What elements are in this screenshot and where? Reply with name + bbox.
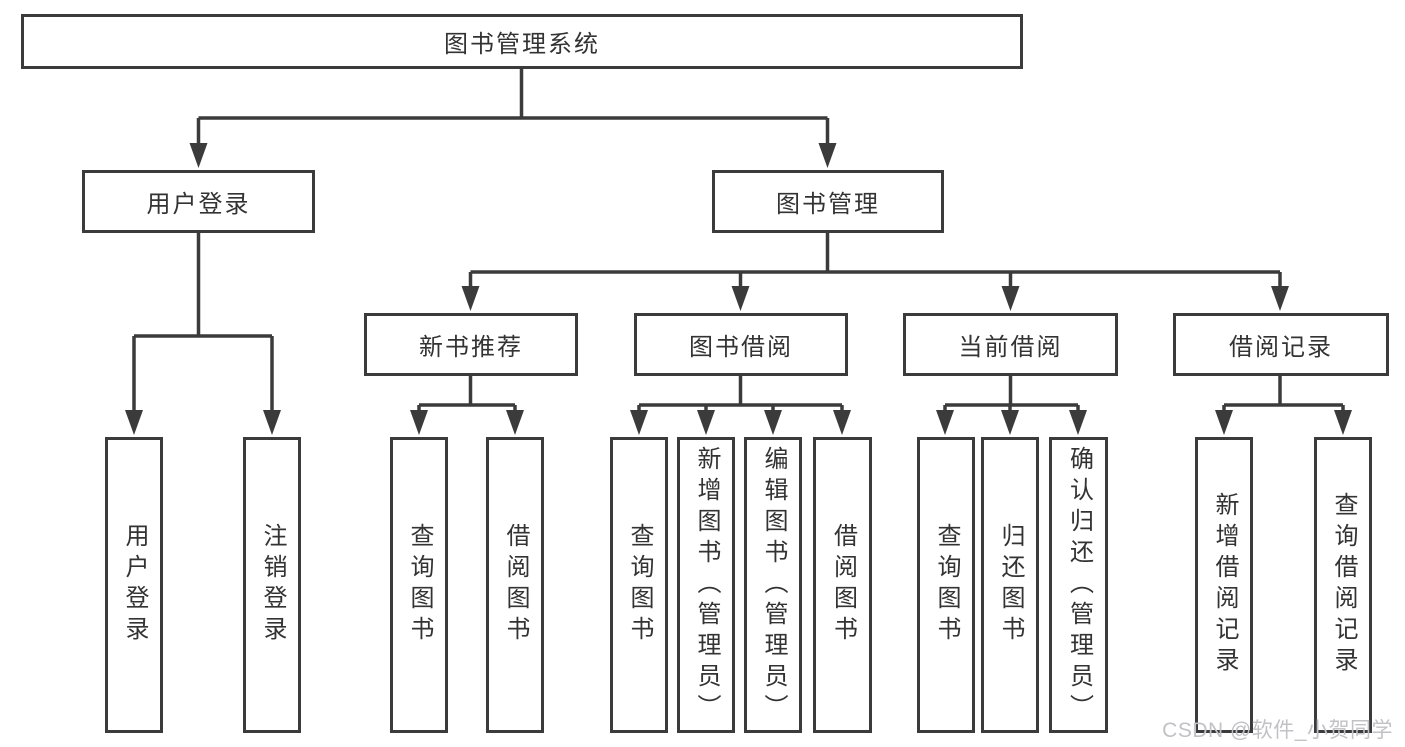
leaf-query-books-borrow-label: 查询图书 xyxy=(626,523,653,647)
leaf-add-borrow-record: 新增借阅记录 xyxy=(1195,437,1253,733)
leaf-add-book-admin: 新增图书（管理员） xyxy=(677,437,735,733)
node-book-borrow: 图书借阅 xyxy=(634,313,848,376)
node-root-label: 图书管理系统 xyxy=(444,31,600,58)
node-book-management-label: 图书管理 xyxy=(776,191,880,218)
leaf-edit-book-admin: 编辑图书（管理员） xyxy=(744,437,802,733)
leaf-confirm-return-admin: 确认归还（管理员） xyxy=(1049,437,1108,733)
leaf-query-books-current-label: 查询图书 xyxy=(933,523,960,647)
node-user-login-label: 用户登录 xyxy=(146,191,251,218)
leaf-return-book-label: 归还图书 xyxy=(997,523,1024,647)
leaf-query-books-current: 查询图书 xyxy=(917,437,975,733)
node-book-management: 图书管理 xyxy=(712,170,944,233)
node-borrow-records-label: 借阅记录 xyxy=(1229,334,1333,361)
leaf-query-books-recommend-label: 查询图书 xyxy=(406,523,433,647)
leaf-return-book: 归还图书 xyxy=(981,437,1039,733)
leaf-user-login: 用户登录 xyxy=(105,437,163,733)
leaf-edit-book-admin-label: 编辑图书（管理员） xyxy=(760,445,787,725)
leaf-add-borrow-record-label: 新增借阅记录 xyxy=(1211,492,1238,678)
leaf-query-borrow-record: 查询借阅记录 xyxy=(1314,437,1372,733)
node-new-book-recommend: 新书推荐 xyxy=(364,313,578,376)
node-current-borrow: 当前借阅 xyxy=(903,313,1118,376)
node-user-login: 用户登录 xyxy=(82,170,315,233)
arrowheads xyxy=(125,143,1352,435)
leaf-borrow-books-label: 借阅图书 xyxy=(829,523,857,647)
node-current-borrow-label: 当前借阅 xyxy=(958,334,1063,361)
leaf-confirm-return-admin-label: 确认归还（管理员） xyxy=(1065,445,1093,725)
node-borrow-records: 借阅记录 xyxy=(1173,313,1389,376)
leaf-user-login-label: 用户登录 xyxy=(121,523,148,647)
leaf-add-book-admin-label: 新增图书（管理员） xyxy=(693,445,720,725)
leaf-borrow-books-recommend-label: 借阅图书 xyxy=(502,523,529,647)
leaf-query-books-recommend: 查询图书 xyxy=(390,437,448,733)
leaf-logout: 注销登录 xyxy=(243,437,301,733)
leaf-logout-label: 注销登录 xyxy=(259,523,286,647)
node-root: 图书管理系统 xyxy=(21,14,1023,69)
watermark: CSDN @软件_小贺同学 xyxy=(1162,719,1393,742)
leaf-query-books-borrow: 查询图书 xyxy=(610,437,668,733)
leaf-borrow-books-recommend: 借阅图书 xyxy=(486,437,544,733)
node-new-book-recommend-label: 新书推荐 xyxy=(419,334,523,361)
leaf-query-borrow-record-label: 查询借阅记录 xyxy=(1330,492,1357,678)
leaf-borrow-books: 借阅图书 xyxy=(813,437,872,733)
node-book-borrow-label: 图书借阅 xyxy=(689,334,793,361)
